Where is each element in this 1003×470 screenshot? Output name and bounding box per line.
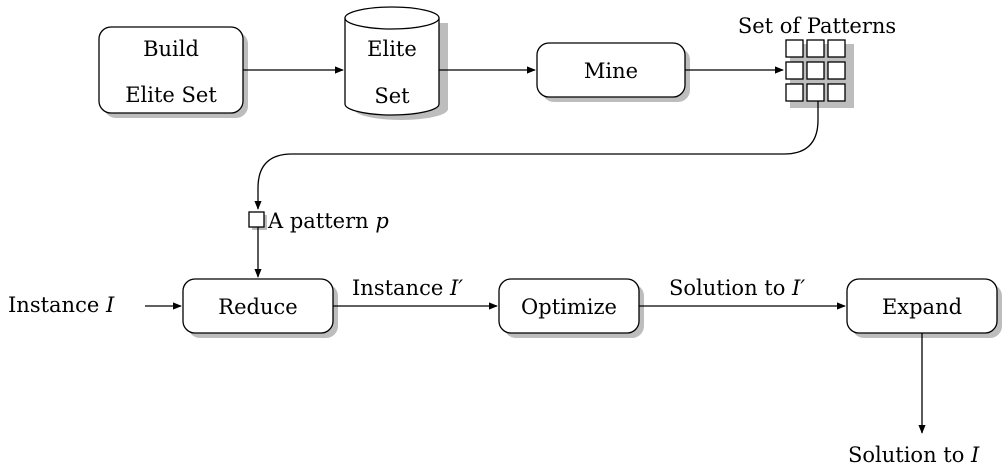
- elite-set-cylinder: [344, 6, 448, 120]
- pattern-grid: [785, 39, 854, 108]
- optimize-label: Optimize: [521, 295, 617, 319]
- pattern-label: A pattern p: [267, 209, 389, 233]
- reduce-label: Reduce: [218, 295, 297, 319]
- elite-label-line2: Set: [374, 84, 410, 108]
- expand-label: Expand: [882, 295, 962, 319]
- arrow-patterns-to-pattern: [254, 101, 819, 210]
- elite-label-line1: Elite: [367, 37, 417, 61]
- pattern-square: [248, 211, 265, 228]
- build-label-line2: Elite Set: [125, 83, 217, 107]
- instance-reduced-label: Instance I′: [352, 276, 463, 300]
- solution-reduced-label: Solution to I′: [669, 276, 805, 300]
- instance-input-label: Instance I: [8, 293, 115, 317]
- build-label-line1: Build: [143, 37, 199, 61]
- mine-label: Mine: [584, 59, 638, 83]
- solution-output-label: Solution to I: [848, 443, 980, 467]
- set-of-patterns-label: Set of Patterns: [738, 14, 896, 38]
